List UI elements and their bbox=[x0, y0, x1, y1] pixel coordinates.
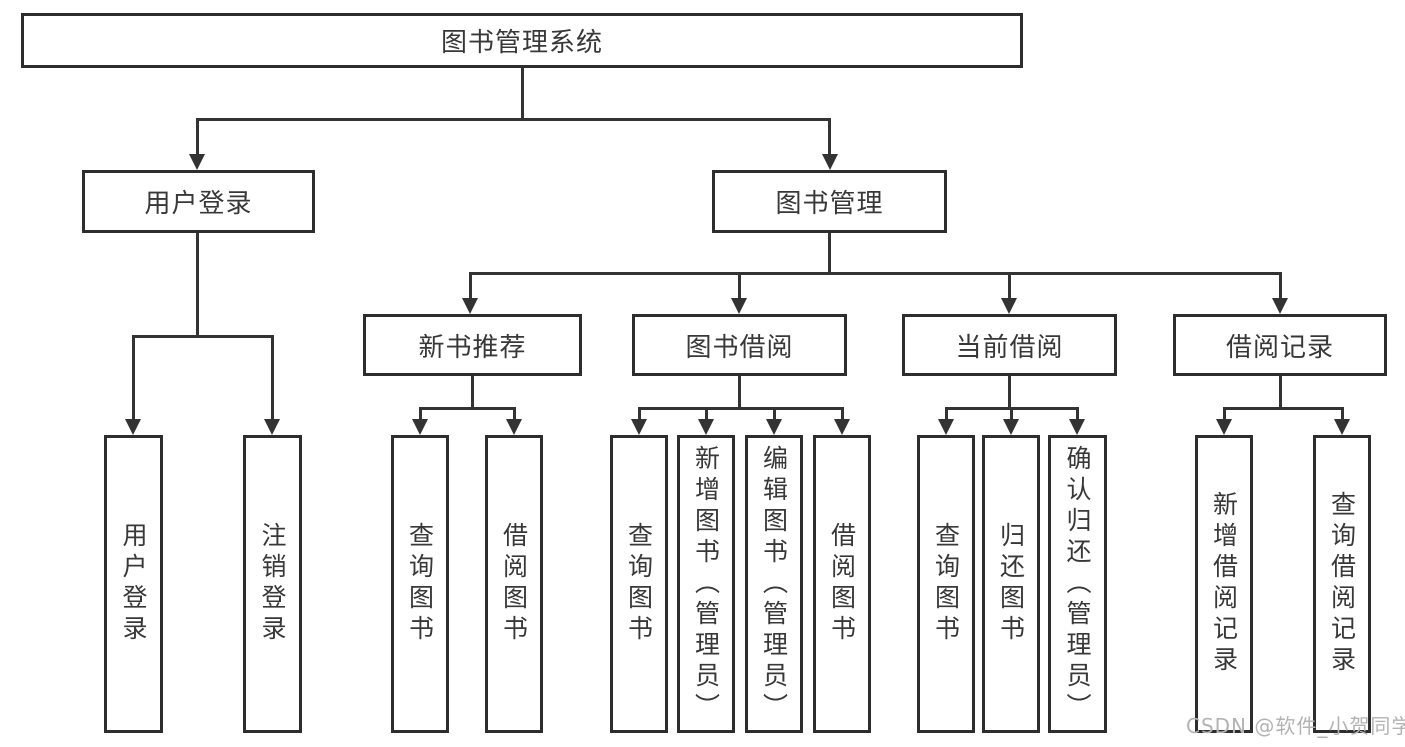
leaf-node-user-login: 用户登录 bbox=[104, 435, 163, 733]
connector-arrow-shaft bbox=[1341, 407, 1344, 419]
connector-user-login-stem bbox=[196, 233, 199, 335]
connector-arrow-shaft bbox=[513, 407, 516, 419]
connector-group-splitter bbox=[419, 407, 515, 410]
leaf-node-edit-books-admin: 编辑图书（管理员） bbox=[745, 435, 803, 733]
arrowhead-icon bbox=[1069, 419, 1085, 435]
arrowhead-icon bbox=[1001, 298, 1017, 314]
arrowhead-icon bbox=[698, 419, 714, 435]
connector-arrow-shaft bbox=[828, 118, 831, 156]
leaf-node-add-books-admin: 新增图书（管理员） bbox=[677, 435, 735, 733]
arrowhead-icon bbox=[264, 419, 280, 435]
arrowhead-icon bbox=[189, 154, 205, 170]
connector-stem bbox=[1008, 376, 1011, 407]
connector-group-splitter bbox=[1223, 407, 1343, 410]
connector-arrow-shaft bbox=[1279, 272, 1282, 298]
arrowhead-icon bbox=[506, 419, 522, 435]
leaf-node-confirm-return-admin: 确认归还（管理员） bbox=[1048, 435, 1107, 733]
node-root-system: 图书管理系统 bbox=[21, 13, 1023, 68]
connector-arrow-shaft bbox=[196, 118, 199, 156]
leaf-node-query-books: 查询图书 bbox=[610, 435, 668, 733]
node-borrow-records: 借阅记录 bbox=[1173, 314, 1387, 376]
connector-arrow-shaft bbox=[132, 335, 135, 419]
node-book-borrow: 图书借阅 bbox=[632, 314, 847, 376]
leaf-node-query-books: 查询图书 bbox=[917, 435, 975, 733]
leaf-node-query-borrow-record: 查询借阅记录 bbox=[1313, 435, 1371, 733]
connector-level2-splitter bbox=[196, 118, 831, 121]
connector-arrow-shaft bbox=[945, 407, 948, 419]
connector-arrow-shaft bbox=[1008, 272, 1011, 298]
leaf-node-borrow-books: 借阅图书 bbox=[485, 435, 543, 733]
arrowhead-icon bbox=[1272, 298, 1288, 314]
arrowhead-icon bbox=[462, 298, 478, 314]
leaf-node-add-borrow-record: 新增借阅记录 bbox=[1195, 435, 1253, 733]
connector-stem bbox=[471, 376, 474, 407]
node-new-book-recommend: 新书推荐 bbox=[363, 314, 582, 376]
arrowhead-icon bbox=[938, 419, 954, 435]
arrowhead-icon bbox=[1216, 419, 1232, 435]
connector-arrow-shaft bbox=[1010, 407, 1013, 419]
connector-arrow-shaft bbox=[469, 272, 472, 298]
node-current-borrow: 当前借阅 bbox=[902, 314, 1117, 376]
connector-arrow-shaft bbox=[419, 407, 422, 419]
connector-arrow-shaft bbox=[638, 407, 641, 419]
connector-arrow-shaft bbox=[1223, 407, 1226, 419]
arrowhead-icon bbox=[125, 419, 141, 435]
arrowhead-icon bbox=[631, 419, 647, 435]
connector-group-splitter bbox=[638, 407, 843, 410]
connector-root-stem bbox=[521, 68, 524, 118]
connector-user-login-splitter bbox=[132, 335, 273, 338]
arrowhead-icon bbox=[822, 154, 838, 170]
connector-arrow-shaft bbox=[1076, 407, 1079, 419]
arrowhead-icon bbox=[412, 419, 428, 435]
connector-stem bbox=[738, 376, 741, 407]
connector-arrow-shaft bbox=[705, 407, 708, 419]
connector-arrow-shaft bbox=[841, 407, 844, 419]
connector-arrow-shaft bbox=[271, 335, 274, 419]
arrowhead-icon bbox=[731, 298, 747, 314]
leaf-node-return-books: 归还图书 bbox=[982, 435, 1040, 733]
node-user-login: 用户登录 bbox=[82, 170, 315, 233]
leaf-node-borrow-books: 借阅图书 bbox=[813, 435, 871, 733]
arrowhead-icon bbox=[766, 419, 782, 435]
arrowhead-icon bbox=[1334, 419, 1350, 435]
connector-stem bbox=[1279, 376, 1282, 407]
connector-book-management-stem bbox=[828, 233, 831, 272]
arrowhead-icon bbox=[1003, 419, 1019, 435]
connector-arrow-shaft bbox=[773, 407, 776, 419]
connector-arrow-shaft bbox=[738, 272, 741, 298]
arrowhead-icon bbox=[834, 419, 850, 435]
leaf-node-query-books: 查询图书 bbox=[391, 435, 449, 733]
leaf-node-logout: 注销登录 bbox=[243, 435, 302, 733]
connector-level3-splitter bbox=[469, 272, 1281, 275]
node-book-management: 图书管理 bbox=[712, 170, 947, 233]
csdn-watermark: CSDN @软件_小贺同学 bbox=[1186, 714, 1405, 738]
